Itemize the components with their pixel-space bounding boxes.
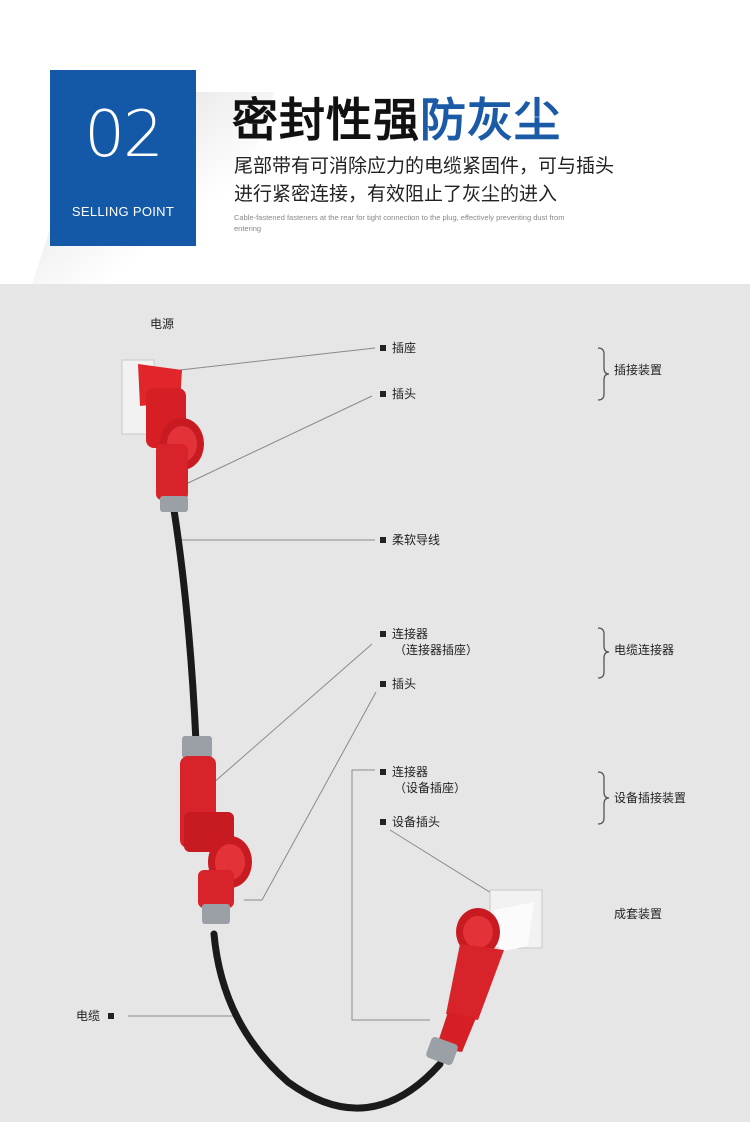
connector-illustration — [121, 347, 610, 1112]
bullet-icon — [380, 818, 386, 825]
title-blue-part: 防灰尘 — [420, 93, 561, 147]
cable-label-text: 电缆 — [76, 1009, 101, 1023]
plug-label: 插头 — [380, 386, 416, 402]
connector-label: 连接器 — [380, 626, 428, 642]
brace-3 — [597, 771, 610, 825]
connector2-label: 连接器 — [380, 764, 428, 780]
group-label-plug-device: 插接装置 — [614, 363, 663, 377]
device-plug-label-text: 设备插头 — [392, 815, 441, 829]
socket-label-text: 插座 — [392, 341, 417, 355]
brace-1 — [597, 347, 610, 401]
bullet-icon — [380, 536, 386, 543]
flexible-wire-label: 柔软导线 — [380, 532, 440, 548]
cable-connector — [180, 736, 252, 924]
plug-label-text: 插头 — [392, 387, 417, 401]
connector-socket-label: （连接器插座） — [394, 643, 479, 657]
plug2-label-text: 插头 — [392, 677, 417, 691]
upper-cable — [170, 506, 200, 746]
leader-socket — [179, 347, 376, 371]
power-label: 电源 — [150, 317, 175, 331]
bullet-icon — [107, 1012, 114, 1019]
socket-label: 插座 — [380, 340, 416, 356]
bullet-icon — [380, 630, 386, 637]
group-label-cable-connector: 电缆连接器 — [614, 643, 675, 657]
bullet-icon — [380, 344, 386, 351]
leader-connector — [211, 643, 373, 785]
cable-label: 电缆 — [76, 1008, 120, 1024]
cable — [170, 506, 444, 1112]
connector2-label-text: 连接器 — [392, 765, 429, 779]
leader-lines — [128, 347, 497, 1021]
leader-plug2 — [244, 691, 377, 901]
badge-number: 02 — [84, 98, 163, 172]
bullet-icon — [380, 390, 386, 397]
bullet-icon — [380, 680, 386, 687]
device-plug-label: 设备插头 — [380, 814, 440, 830]
flexible-wire-label-text: 柔软导线 — [392, 533, 441, 547]
badge-caption: SELLING POINT — [71, 204, 175, 219]
selling-point-badge: 02 SELLING POINT — [50, 70, 196, 246]
device-socket-label: （设备插座） — [394, 781, 467, 795]
bullet-icon — [380, 768, 386, 775]
leader-connector2 — [351, 769, 430, 1021]
group-braces — [597, 347, 610, 825]
device-socket — [426, 889, 543, 1065]
connector-label-text: 连接器 — [392, 627, 429, 641]
group-label-complete-set: 成套装置 — [614, 907, 663, 921]
diagram-panel: 电源 插座 插头 柔软导线 连接器 （连接器插座） 插头 连接器 （设备插座） … — [0, 284, 750, 1122]
leader-plug — [185, 395, 373, 485]
plug2-label: 插头 — [380, 676, 416, 692]
title-dark-part: 密封性强 — [232, 93, 420, 147]
description-english: Cable-fastened fasteners at the rear for… — [234, 213, 565, 233]
page-title: 密封性强防灰尘 — [232, 92, 561, 148]
leader-device-plug — [389, 829, 497, 897]
description-line-2: 进行紧密连接，有效阻止了灰尘的进入 — [234, 183, 558, 205]
brace-2 — [597, 627, 610, 679]
lower-cable — [210, 930, 444, 1112]
description-line-1: 尾部带有可消除应力的电缆紧固件，可与插头 — [234, 155, 615, 177]
description: 尾部带有可消除应力的电缆紧固件，可与插头 进行紧密连接，有效阻止了灰尘的进入 — [234, 152, 614, 208]
group-label-device-plug: 设备插接装置 — [614, 791, 687, 805]
wall-socket — [121, 359, 204, 512]
